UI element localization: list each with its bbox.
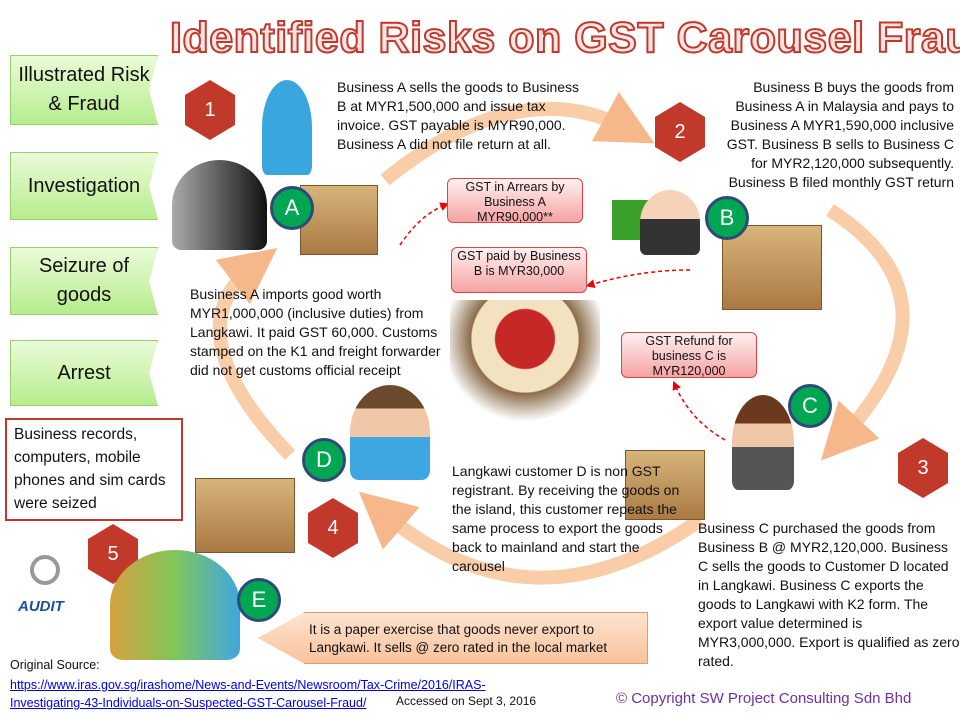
party-b-badge: B <box>705 196 749 240</box>
businesswoman-c-avatar <box>732 395 794 490</box>
nav-arrest[interactable]: Arrest <box>10 340 158 406</box>
business-people-silhouette-icon <box>172 160 267 250</box>
arrow-a-to-b <box>380 92 655 186</box>
auditors-group-icon <box>110 550 240 660</box>
dancing-figure-icon <box>262 80 312 175</box>
step-1-description: Business A sells the goods to Business B… <box>337 79 580 152</box>
businessman-b-avatar <box>640 190 700 255</box>
party-c-badge: C <box>788 384 832 428</box>
party-e-badge: E <box>237 578 281 622</box>
party-a-badge: A <box>270 186 314 230</box>
nav-investigation[interactable]: Investigation <box>10 152 158 220</box>
nav-seizure-of-goods[interactable]: Seizure of goods <box>10 247 158 315</box>
step-2-description: Business B buys the goods from Business … <box>726 79 954 190</box>
gst-paid-b-callout: GST paid by Business B is MYR30,000 <box>451 247 587 293</box>
arrow-d-to-a <box>212 247 296 460</box>
source-link[interactable]: https://www.iras.gov.sg/irashome/News-an… <box>10 678 486 710</box>
business-a-import-description: Business A imports good worth MYR1,000,0… <box>190 286 441 378</box>
arrow-b-to-c <box>820 204 910 461</box>
nav-illustrated-risk-fraud[interactable]: Illustrated Risk & Fraud <box>10 55 158 125</box>
cardboard-boxes-icon <box>625 450 705 520</box>
party-d-badge: D <box>302 438 346 482</box>
customer-d-description: Langkawi customer D is non GST registran… <box>452 463 680 574</box>
gst-arrears-callout: GST in Arrears by Business A MYR90,000** <box>447 178 583 224</box>
step-3-description: Business C purchased the goods from Busi… <box>698 520 960 669</box>
carousel-icon <box>450 300 600 430</box>
cardboard-boxes-icon <box>722 225 822 310</box>
page-title: Identified Risks on GST Carousel Fraud <box>169 13 960 63</box>
paper-exercise-arrow: It is a paper exercise that goods never … <box>258 612 648 664</box>
arrow-c-to-d <box>358 491 705 585</box>
source-label: Original Source: <box>10 658 100 672</box>
customer-d-avatar <box>350 385 430 480</box>
cardboard-boxes-icon <box>300 185 378 255</box>
audit-label: AUDIT <box>18 598 64 615</box>
cardboard-boxes-icon <box>195 478 295 553</box>
seized-items-box: Business records, computers, mobile phon… <box>5 418 183 521</box>
gst-refund-c-callout: GST Refund for business C is MYR120,000 <box>621 332 757 378</box>
accessed-date: Accessed on Sept 3, 2016 <box>396 694 537 708</box>
step-4-hexagon: 4 <box>308 498 358 558</box>
magnifier-icon <box>30 555 60 585</box>
copyright-notice: © Copyright SW Project Consulting Sdn Bh… <box>616 690 912 707</box>
